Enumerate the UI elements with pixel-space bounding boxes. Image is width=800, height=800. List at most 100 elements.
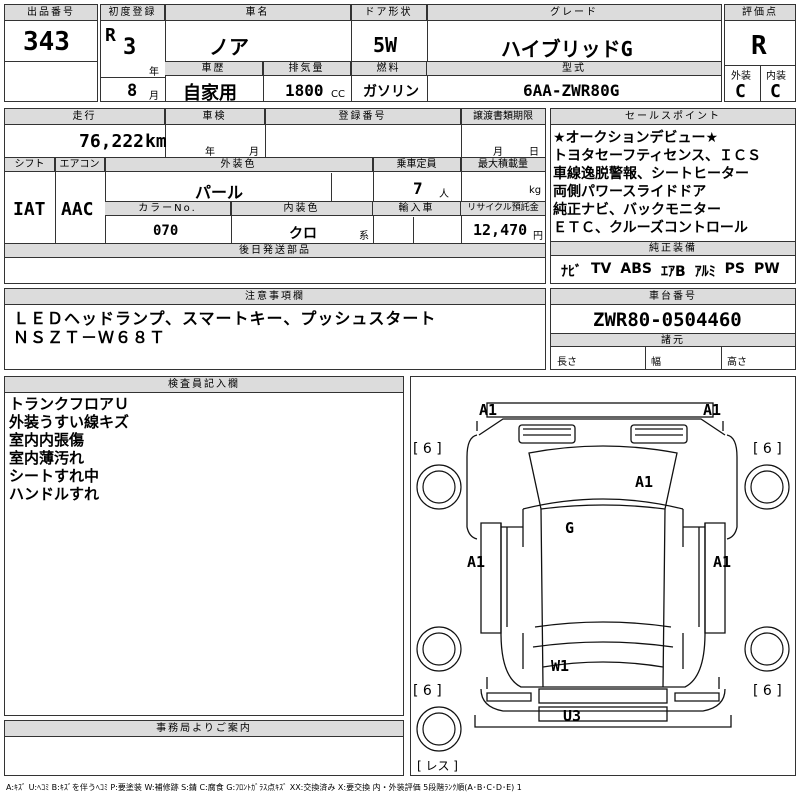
first-reg-label: 初度登録 <box>101 5 165 21</box>
score-box: 評価点 R 外装 内装 C C <box>724 4 796 102</box>
tire-rear-right: [ 6 ] <box>753 683 782 699</box>
inspector-note: ハンドルすれ <box>9 485 100 503</box>
handover-month: 月 <box>493 147 503 158</box>
door-type: 5W <box>373 33 398 57</box>
era: R <box>105 25 116 46</box>
capacity: 7 <box>413 179 423 198</box>
color-no: 070 <box>153 223 179 239</box>
chassis-box: 車台番号 ZWR80-0504460 諸元 長さ 幅 高さ <box>550 288 796 370</box>
model-label: 型式 <box>427 62 721 76</box>
import-label: 輸入車 <box>373 202 461 216</box>
equipment-item: PW <box>754 261 780 277</box>
sales-label: セールスポイント <box>551 109 795 125</box>
details-box: 走行 車検 登録番号 譲渡書類期限 76,222 km 年 月 月 日 シフト … <box>4 108 546 284</box>
yen-unit: 円 <box>533 231 543 242</box>
mark-rear-glass: W1 <box>551 657 570 675</box>
mark-windshield: G <box>565 519 575 537</box>
color-label: 外装色 <box>105 158 373 172</box>
ac: AAC <box>61 199 94 220</box>
load-unit: kg <box>529 185 542 196</box>
grade-label: グレード <box>427 5 721 21</box>
reg-label: 登録番号 <box>265 109 461 125</box>
office-box: 事務局よりご案内 <box>4 720 404 776</box>
inspector-note: 室内内張傷 <box>9 431 85 449</box>
fuel: ガソリン <box>363 84 419 100</box>
inspector-note: トランクフロアＵ <box>9 395 130 413</box>
lot-label: 出品番号 <box>5 5 97 21</box>
inspector-label: 検査員記入欄 <box>5 377 403 393</box>
legend: A:ｷｽﾞ U:ﾍｺﾐ B:ｷｽﾞを伴うﾍｺﾐ P:要塗装 W:補修跡 S:錆 … <box>6 783 522 792</box>
insp-year: 年 <box>205 147 215 158</box>
insp-month: 月 <box>249 147 259 158</box>
vehicle-box: 初度登録 車名 ドア形状 グレード R 3 年 8 月 ノア 5W ハイブリッド… <box>100 4 722 104</box>
shift-label: シフト <box>5 158 55 172</box>
history: 自家用 <box>183 83 237 104</box>
grade: ハイブリッドG <box>501 37 633 61</box>
sales-point-line: 車線逸脱警報、シートヒーター <box>553 166 749 182</box>
year-unit: 年 <box>149 67 159 78</box>
later-parts-label: 後日発送部品 <box>5 244 545 258</box>
mileage-label: 走行 <box>5 109 165 125</box>
sales-point-line: トヨタセーフティセンス、ＩＣＳ <box>553 148 762 164</box>
sales-box: セールスポイント ★オークションデビュー★ トヨタセーフティセンス、ＩＣＳ 車線逸脱… <box>550 108 796 284</box>
int-label: 内装 <box>766 71 786 82</box>
equipment-item: ﾅﾋﾞ <box>561 264 582 280</box>
displacement: 1800 <box>285 81 324 100</box>
mark-front-left: A1 <box>479 401 498 419</box>
interior-unit: 系 <box>359 231 369 242</box>
equipment-item: TV <box>591 261 612 277</box>
height-label: 高さ <box>727 357 747 368</box>
handover-day: 日 <box>529 147 539 158</box>
ext-color: パール <box>195 183 244 202</box>
fuel-label: 燃料 <box>351 62 427 76</box>
car-name-label: 車名 <box>165 5 351 21</box>
sales-point-line: ★オークションデビュー★ <box>553 130 719 146</box>
tire-front-left: [ 6 ] <box>413 441 442 457</box>
score-label: 評価点 <box>725 5 795 21</box>
lot-number: 343 <box>23 27 70 57</box>
shift: IAT <box>13 199 46 220</box>
reg-year: 3 <box>123 35 137 60</box>
sales-point-line: ＥＴＣ、クルーズコントロール <box>553 220 748 236</box>
width-label: 幅 <box>651 357 661 368</box>
model: 6AA-ZWR80G <box>523 81 620 100</box>
color-no-label: カラーNo. <box>105 202 231 216</box>
car-outline-svg <box>416 402 790 752</box>
mark-hood: A1 <box>635 473 654 491</box>
inspector-note: 外装うすい線キズ <box>9 413 130 431</box>
person-unit: 人 <box>439 189 449 200</box>
office-label: 事務局よりご案内 <box>5 721 403 737</box>
notes-label: 注意事項欄 <box>5 289 545 305</box>
recycle-label: リサイクル預託金 <box>461 202 545 216</box>
cc-unit: CC <box>331 89 345 100</box>
mark-front-right: A1 <box>703 401 722 419</box>
sales-point-line: 純正ナビ、バックモニター <box>553 202 721 218</box>
car-name: ノア <box>209 35 249 59</box>
score: R <box>751 31 767 61</box>
inspector-note: 室内薄汚れ <box>9 449 85 467</box>
ac-label: エアコン <box>55 158 105 172</box>
ext-label: 外装 <box>731 71 751 82</box>
recycle-fee: 12,470 <box>473 221 528 239</box>
spare-tire: [ レス ] <box>417 759 458 773</box>
chassis-label: 車台番号 <box>551 289 795 305</box>
equipment-item: ｱﾙﾐ <box>694 264 716 280</box>
inspection-label: 車検 <box>165 109 265 125</box>
displacement-label: 排気量 <box>263 62 351 76</box>
km-unit: km <box>145 131 167 152</box>
capacity-label: 乗車定員 <box>373 158 461 172</box>
dims-label: 諸元 <box>551 333 795 347</box>
inspector-note: シートすれ中 <box>9 467 100 485</box>
mark-right-side: A1 <box>713 553 732 571</box>
mark-rear: U3 <box>563 707 582 725</box>
lot-box: 出品番号 343 <box>4 4 98 102</box>
int-score: C <box>770 81 781 102</box>
equip-label: 純正装備 <box>551 242 795 256</box>
equipment-item: ｴｱB <box>660 264 686 280</box>
interior-color: クロ <box>289 226 317 242</box>
